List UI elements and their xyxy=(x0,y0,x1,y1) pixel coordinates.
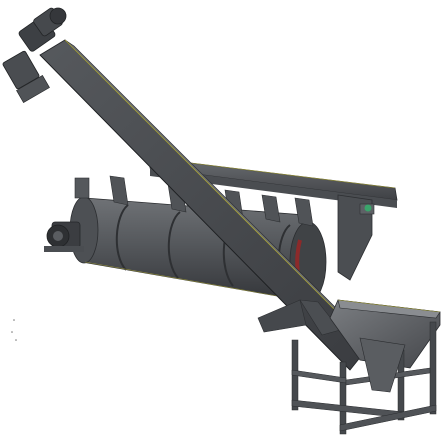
background-marks xyxy=(11,319,17,341)
conveyor-support-leg xyxy=(257,299,341,336)
conveyor-gear-motor xyxy=(2,7,67,103)
drum-drive-motor xyxy=(44,177,90,252)
right-end-bracket xyxy=(337,194,375,281)
indicator-light-icon xyxy=(364,204,372,212)
drum-body xyxy=(69,196,327,303)
hopper-frame xyxy=(291,299,441,435)
inclined-conveyor xyxy=(39,39,379,371)
